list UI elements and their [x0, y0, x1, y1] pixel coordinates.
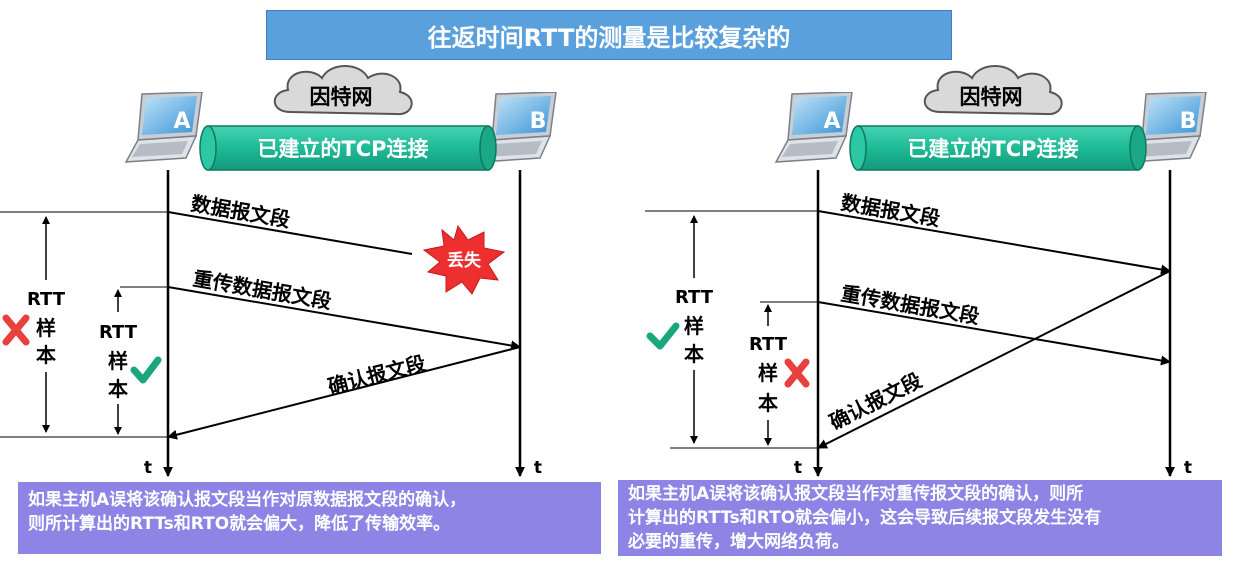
cloud-label: 因特网 — [310, 85, 373, 109]
time-label-b: t — [1184, 458, 1192, 478]
data-segment-label: 数据报文段 — [189, 191, 292, 232]
cloud-icon — [923, 65, 1063, 116]
sample-label: 样 — [108, 349, 128, 373]
sample-label: 样 — [36, 316, 56, 340]
sample-label: 本 — [108, 377, 128, 401]
rtt-label: RTT — [99, 322, 138, 343]
ack-arrow — [817, 270, 1171, 449]
laptop-icon — [775, 92, 853, 163]
laptop-icon — [125, 92, 203, 163]
sample-label: 样 — [758, 361, 778, 385]
caption-line: 则所计算出的RTTs和RTO就会偏大，降低了传输效率。 — [28, 514, 451, 534]
connection-label: 已建立的TCP连接 — [907, 137, 1078, 161]
sample-label: 样 — [684, 314, 704, 338]
time-label-a: t — [794, 458, 802, 478]
time-label-b: t — [534, 458, 542, 478]
caption-line: 必要的重传，增大网络负荷。 — [628, 532, 849, 552]
sample-label: 本 — [758, 391, 778, 415]
data-segment-label: 数据报文段 — [839, 190, 942, 231]
right-panel: 因特网 A B 已建立的TCP连接 t t 数据报文段 重传数据报文段 确认报文… — [645, 65, 1207, 478]
rtt-label: RTT — [675, 287, 714, 308]
left-panel: 因特网 A B 已建立的TCP连接 t t 数据报文段 丢失 重传数据报文段 — [0, 65, 557, 478]
wrong-mark-icon — [2, 314, 30, 346]
ack-label: 确认报文段 — [325, 351, 428, 399]
retransmit-arrow — [817, 301, 1171, 366]
rtt-label: RTT — [749, 334, 788, 355]
page-title: 往返时间RTT的测量是比较复杂的 — [266, 10, 952, 60]
caption-line: 如果主机A误将该确认报文段当作对原数据报文段的确认， — [28, 490, 467, 510]
host-b-label: B — [530, 109, 547, 134]
tcp-connection-pipe — [849, 125, 1147, 171]
time-label-a: t — [144, 458, 152, 478]
connection-label: 已建立的TCP连接 — [257, 137, 428, 161]
left-caption: 如果主机A误将该确认报文段当作对原数据报文段的确认， 则所计算出的RTTs和RT… — [18, 482, 601, 554]
host-b-label: B — [1180, 109, 1197, 134]
retransmit-label: 重传数据报文段 — [191, 266, 333, 313]
data-segment-arrow — [817, 210, 1171, 275]
check-mark-icon — [646, 322, 680, 350]
lost-label: 丢失 — [447, 250, 482, 271]
rtt-label: RTT — [27, 289, 66, 310]
wrong-mark-icon — [784, 358, 810, 388]
retransmit-label: 重传数据报文段 — [839, 281, 981, 328]
check-mark-icon — [130, 356, 162, 384]
host-a-label: A — [173, 109, 190, 134]
lost-burst-icon — [422, 224, 506, 295]
right-caption: 如果主机A误将该确认报文段当作对重传报文段的确认，则所 计算出的RTTs和RTO… — [618, 480, 1222, 556]
cloud-label: 因特网 — [960, 85, 1023, 109]
tcp-connection-pipe — [199, 125, 497, 171]
caption-line: 计算出的RTTs和RTO就会偏小，这会导致后续报文段发生没有 — [628, 508, 1102, 528]
sample-label: 本 — [36, 343, 56, 367]
host-a-label: A — [823, 109, 840, 134]
retransmit-arrow — [167, 286, 521, 351]
caption-line: 如果主机A误将该确认报文段当作对重传报文段的确认，则所 — [628, 484, 1084, 504]
data-segment-arrow — [167, 211, 413, 255]
ack-arrow — [167, 346, 521, 440]
sample-label: 本 — [684, 342, 704, 366]
cloud-icon — [273, 65, 413, 116]
